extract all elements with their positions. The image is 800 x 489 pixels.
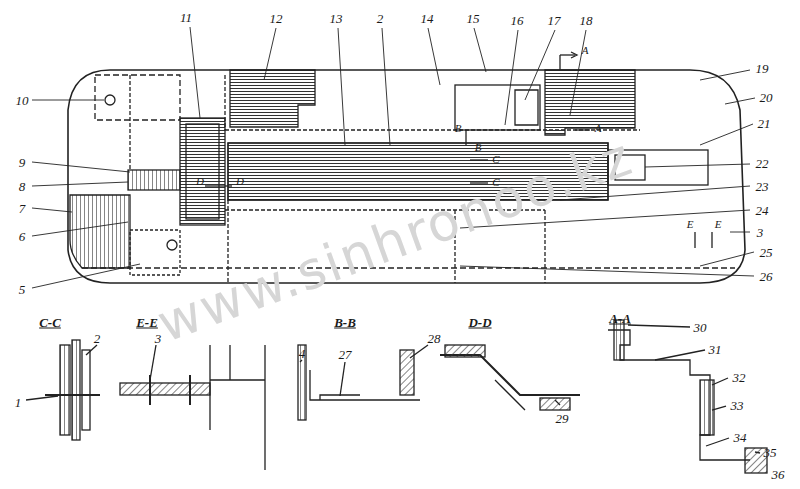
callout-number: 17 <box>548 14 561 27</box>
callout-number: 36 <box>772 468 785 481</box>
callout-number: 27 <box>339 348 352 361</box>
callout-number: 3 <box>757 226 764 239</box>
section-letter: C <box>492 154 499 165</box>
section-title: C-C <box>39 316 61 329</box>
callout-number: 21 <box>758 117 771 130</box>
callout-number: 18 <box>580 14 593 27</box>
section-letter: E <box>715 219 722 230</box>
callout-number: 28 <box>428 332 441 345</box>
section-letter: D <box>196 176 204 187</box>
callout-number: 35 <box>764 446 777 459</box>
callout-number: 12 <box>270 12 283 25</box>
callout-number: 30 <box>694 321 707 334</box>
callout-number: 19 <box>756 62 769 75</box>
section-letter: B <box>475 142 482 153</box>
section-letter: B <box>455 123 462 134</box>
callout-number: 9 <box>19 156 26 169</box>
callout-number: 1 <box>15 396 22 409</box>
section-title: B-B <box>334 316 356 329</box>
section-letter: D <box>236 176 244 187</box>
callout-number: 20 <box>760 91 773 104</box>
callout-number: 22 <box>756 157 769 170</box>
callout-number: 15 <box>467 12 480 25</box>
callout-number: 16 <box>511 14 524 27</box>
section-title: E-E <box>136 316 158 329</box>
callout-number: 32 <box>733 371 746 384</box>
callout-number: 5 <box>19 283 26 296</box>
callout-number: 24 <box>756 204 769 217</box>
callout-number: 11 <box>180 11 192 24</box>
callout-number: 13 <box>330 12 343 25</box>
callout-number: 14 <box>421 12 434 25</box>
callout-number: 23 <box>756 180 769 193</box>
callout-number: 33 <box>731 399 744 412</box>
section-letter: A <box>595 123 602 134</box>
callout-number: 34 <box>734 431 747 444</box>
section-title: A-A <box>609 312 631 325</box>
callout-number: 6 <box>19 230 26 243</box>
callout-number: 29 <box>556 412 569 425</box>
callout-number: 25 <box>760 246 773 259</box>
callout-number: 2 <box>377 12 384 25</box>
section-letter: A <box>582 45 589 56</box>
section-letter: E <box>687 219 694 230</box>
callout-number: 26 <box>760 270 773 283</box>
callout-number: 2 <box>94 332 101 345</box>
callout-number: 10 <box>16 94 29 107</box>
callout-number: 7 <box>19 202 26 215</box>
callout-number: 4 <box>299 347 306 360</box>
callout-number: 31 <box>709 343 722 356</box>
callout-number: 3 <box>155 332 162 345</box>
section-title: D-D <box>468 316 491 329</box>
callout-number: 8 <box>19 180 26 193</box>
